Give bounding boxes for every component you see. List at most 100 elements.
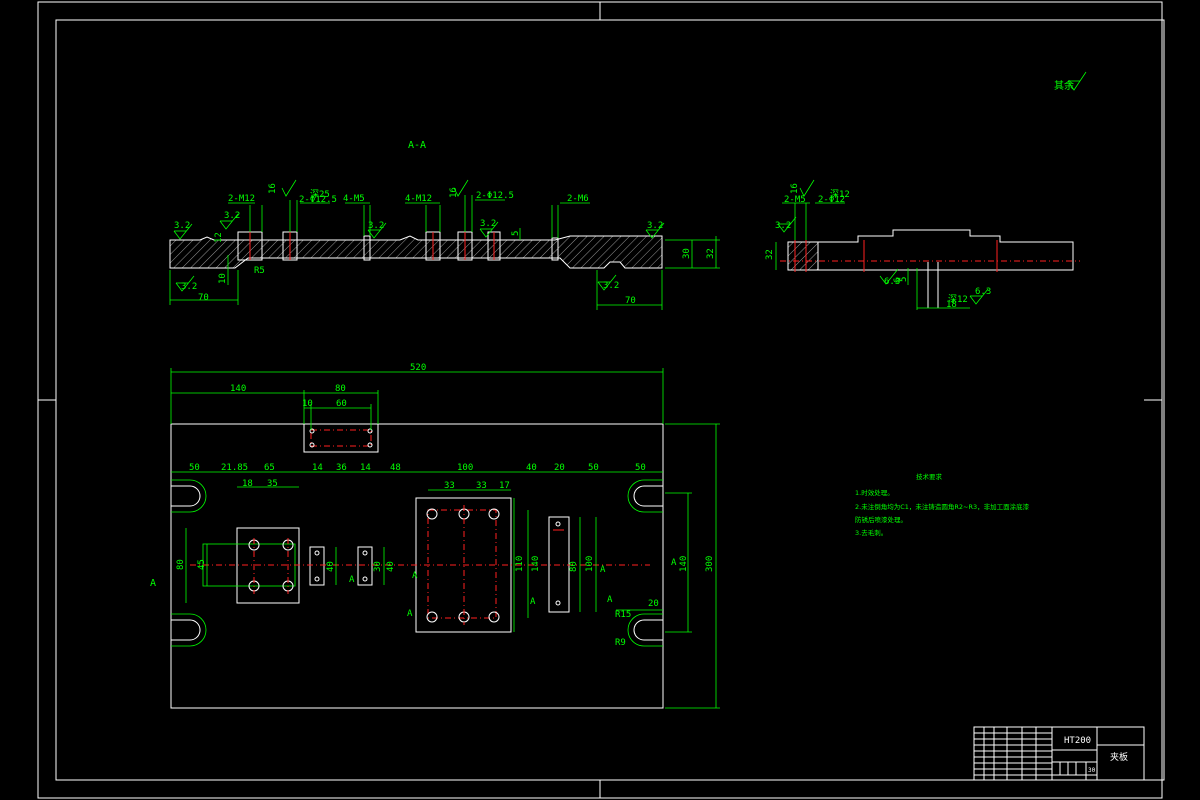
vdim-40-a: 40 <box>326 561 336 572</box>
label-2-m6: 2-M6 <box>567 194 589 204</box>
dim-row-50-b: 50 <box>588 463 599 473</box>
roughness-3-2-e: 3.2 <box>647 221 663 231</box>
tech-req-item-1: 1.时效处理。 <box>855 488 894 497</box>
vdim-80-b: 80 <box>569 561 579 572</box>
plate-outline <box>170 423 664 709</box>
section-holes <box>237 231 559 261</box>
vdim-100: 100 <box>585 556 595 572</box>
label-r9: R9 <box>615 638 626 648</box>
dim-60: 60 <box>336 399 347 409</box>
inner-frame <box>55 19 1165 781</box>
label-16-a: 16 <box>268 183 278 194</box>
dim-520: 520 <box>410 363 426 373</box>
dim-18: 18 <box>242 479 253 489</box>
label-4-m12: 4-M12 <box>405 194 432 204</box>
side-dim-5: 5 <box>899 277 909 282</box>
dim-row-14-a: 14 <box>312 463 323 473</box>
side-roughness-6-3-a: 6.3 <box>884 277 900 287</box>
dim-10-top: 10 <box>302 399 313 409</box>
vdim-300: 300 <box>705 556 715 572</box>
dim-35: 35 <box>267 479 278 489</box>
side-dim-32: 32 <box>765 249 775 260</box>
dim-10: 10 <box>218 273 228 284</box>
vdim-80-a: 80 <box>176 559 186 570</box>
side-label-2-phi12: 2-Φ12 <box>818 195 845 205</box>
material-label: HT200 <box>1064 736 1091 746</box>
dim-row-48: 48 <box>390 463 401 473</box>
vdim-40-b: 40 <box>386 561 396 572</box>
vdim-140-a: 140 <box>531 556 541 572</box>
label-2-m12-a: 2-M12 <box>228 194 255 204</box>
section-view-aa: 2-M12 2-Φ12.5 16 深25 4-M5 4-M12 16 2-Φ12… <box>169 179 720 310</box>
dim-height-32: 32 <box>706 248 716 259</box>
dim-row-20: 20 <box>554 463 565 473</box>
roughness-3-2-c: 3.2 <box>368 221 384 231</box>
dim-row-21-85: 21.85 <box>221 463 248 473</box>
outer-border <box>37 1 1163 799</box>
label-2-phi12-5-b: 2-Φ12.5 <box>476 191 514 201</box>
roughness-3-2-f: 3.2 <box>181 282 197 292</box>
scale-label: 30 <box>1088 767 1096 774</box>
tech-req-item-4: 3.去毛刺。 <box>855 528 887 537</box>
label-r15: R15 <box>615 610 631 620</box>
dim-17: 17 <box>499 481 510 491</box>
dim-row-40: 40 <box>526 463 537 473</box>
label-depth-a: 深25 <box>310 189 330 200</box>
dim-left-70: 70 <box>198 293 209 303</box>
dim-80: 80 <box>335 384 346 394</box>
dim-row-36: 36 <box>336 463 347 473</box>
side-label-depth-a: 深12 <box>830 189 850 200</box>
roughness-3-2-b: 3.2 <box>224 211 240 221</box>
tech-req-item-3: 防锈后喷漆处理。 <box>855 515 907 524</box>
side-roughness-6-3-b: 6.3 <box>975 287 991 297</box>
label-16-b: 16 <box>449 187 459 198</box>
dim-row-100: 100 <box>457 463 473 473</box>
side-roughness-3-2: 3.2 <box>775 221 791 231</box>
technical-requirements: 技术要求 1.时效处理。 2.未注倒角均为C1，未注铸造圆角R2~R3，非加工面… <box>855 472 1030 537</box>
section-marker-4: A <box>407 609 413 619</box>
side-label-2-m5: 2-M5 <box>784 195 806 205</box>
section-title: A-A <box>408 140 426 151</box>
label-2-phi12-5-a: 2-Φ12.5 <box>299 195 337 205</box>
tech-req-item-2: 2.未注倒角均为C1，未注铸造圆角R2~R3，非加工面涂底漆 <box>855 502 1030 511</box>
dim-row-65: 65 <box>264 463 275 473</box>
dim-33-a: 33 <box>444 481 455 491</box>
plan-view: 520 140 80 10 60 50 21.85 65 14 36 14 48… <box>150 363 720 709</box>
general-roughness-symbol: 其余 <box>1054 71 1087 92</box>
roughness-3-2-g: 3.2 <box>603 281 619 291</box>
section-marker-6: A <box>600 565 606 575</box>
section-marker-2: A <box>349 575 355 585</box>
dim-row-14-b: 14 <box>360 463 371 473</box>
vdim-140-b: 140 <box>679 556 689 572</box>
side-view: 2-M5 2-Φ12 16 深12 6 深12 3.2 6.3 6.3 32 5… <box>765 179 1080 310</box>
centering-marks <box>38 2 1162 798</box>
u-slots <box>171 485 663 641</box>
section-marker-5: A <box>530 597 536 607</box>
label-r5: R5 <box>254 266 265 276</box>
vdim-110: 110 <box>515 556 525 572</box>
label-4-m5: 4-M5 <box>343 194 365 204</box>
side-dim-18: 18 <box>946 300 957 310</box>
section-marker-8: A <box>671 558 677 568</box>
section-marker-7: A <box>607 595 613 605</box>
dim-33-b: 33 <box>476 481 487 491</box>
dim-5: 5 <box>511 231 521 236</box>
part-name-label: 夹板 <box>1110 751 1128 763</box>
section-marker-3: A <box>412 571 418 581</box>
dim-right-70: 70 <box>625 296 636 306</box>
dim-20-right: 20 <box>648 599 659 609</box>
roughness-3-2-a: 3.2 <box>174 221 190 231</box>
vdim-45: 45 <box>197 559 207 570</box>
section-body <box>169 235 663 269</box>
vdim-30: 30 <box>373 561 383 572</box>
section-marker-1: A <box>150 578 156 589</box>
dim-height-30: 30 <box>682 248 692 259</box>
dim-row-50-c: 50 <box>635 463 646 473</box>
side-label-depth-b: 深12 <box>948 294 968 305</box>
roughness-3-2-d: 3.2 <box>480 219 496 229</box>
tech-req-title: 技术要求 <box>916 472 943 481</box>
side-label-16: 16 <box>790 183 800 194</box>
dim-140: 140 <box>230 384 246 394</box>
side-label-6: 6 <box>893 278 903 283</box>
